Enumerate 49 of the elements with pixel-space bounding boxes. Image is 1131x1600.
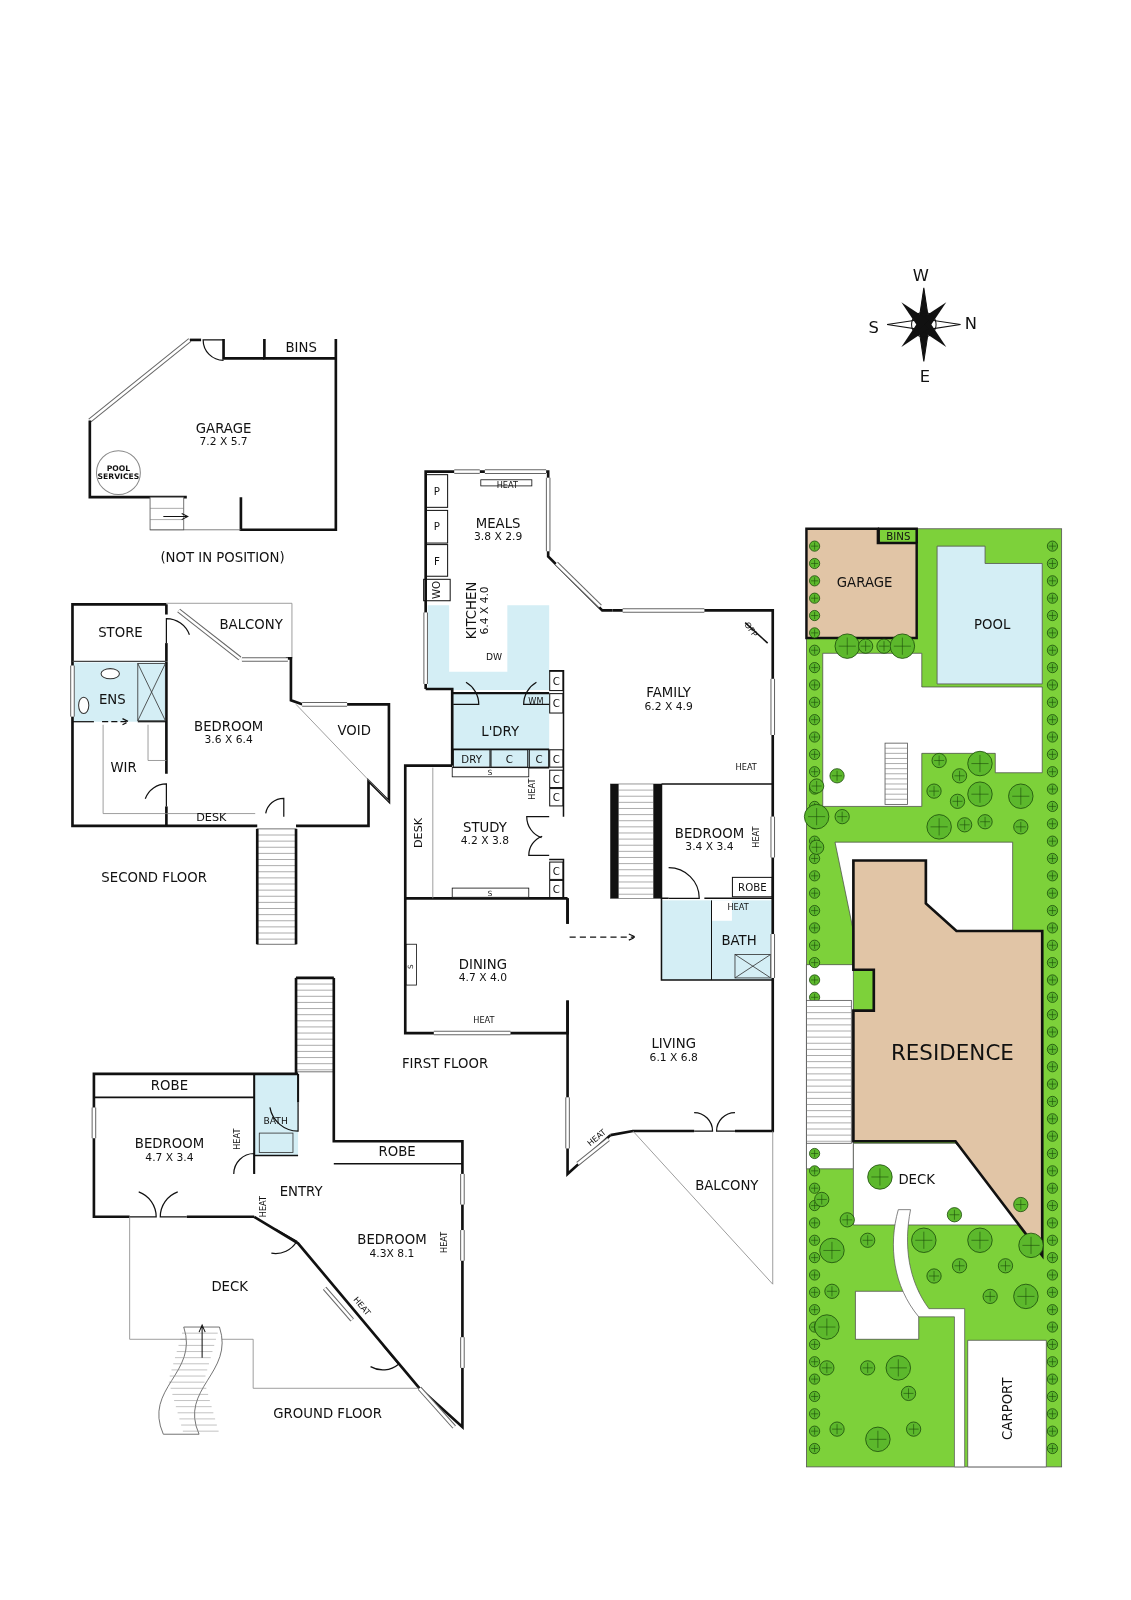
desk-label: DESK [412, 817, 425, 849]
room-label: BATH [721, 933, 757, 949]
washing-machine-label: WM [528, 698, 544, 707]
heater-label: HEAT [441, 1231, 450, 1253]
room-label: BALCONY [695, 1178, 759, 1194]
room-label: BEDROOM 4.7 X 3.4 [134, 1137, 205, 1164]
room-label: DECK [898, 1172, 935, 1188]
compass-direction-letter: E [919, 368, 930, 385]
room-label: ROBE [378, 1145, 416, 1160]
room-label: CARPORT [1001, 1377, 1016, 1440]
heater-label: HEAT [473, 1016, 495, 1025]
compass-direction-letter: N [964, 315, 977, 332]
room-label: WIR [110, 760, 137, 775]
heater-label: HEAT [735, 763, 757, 772]
room-label: FAMILY 6.2 X 4.9 [644, 686, 693, 713]
room-label: BINS [285, 340, 317, 356]
compass-direction-letter: S [868, 319, 879, 336]
room-label: GARAGE [836, 575, 893, 591]
room-label: STORE [98, 625, 143, 641]
room-label: BEDROOM 3.4 X 3.4 [674, 826, 745, 854]
room-label: DECK [211, 1279, 248, 1295]
heater-label: HEAT [233, 1128, 242, 1150]
room-label: ENS [98, 692, 126, 708]
room-label: BALCONY [219, 617, 283, 633]
compass-direction-letter: W [912, 267, 929, 284]
room-label: ENTRY [279, 1185, 323, 1200]
room-label: BEDROOM 3.6 X 6.4 [194, 719, 264, 747]
dishwasher-label: DW [486, 652, 503, 662]
heater-label: HEAT [753, 826, 762, 848]
heater-label: HEAT [260, 1195, 269, 1218]
room-label: MEALS 3.8 X 2.9 [474, 516, 523, 543]
room-label: ROBE [150, 1078, 189, 1094]
room-label: L'DRY [481, 724, 520, 740]
note-text: (NOT IN POSITION) [160, 550, 285, 564]
floor-title: FIRST FLOOR [401, 1057, 489, 1071]
room-label: LIVING 6.1 X 6.8 [649, 1037, 698, 1064]
floor-title: SECOND FLOOR [101, 871, 207, 885]
floor-title: GROUND FLOOR [273, 1407, 383, 1421]
room-label: BEDROOM 4.3X 8.1 [357, 1233, 427, 1260]
room-label: GARAGE 7.2 X 5.7 [195, 421, 252, 449]
heater-label: HEAT [528, 778, 537, 800]
residence-label: RESIDENCE [890, 1041, 1014, 1066]
room-label: DINING 4.7 X 4.0 [458, 957, 507, 984]
room-label: VOID [337, 723, 371, 739]
desk-label: DESK [196, 812, 227, 824]
room-label: POOL [974, 617, 1011, 633]
room-label: KITCHEN 6.4 X 4.0 [464, 581, 491, 640]
room-label: STUDY 4.2 X 3.8 [460, 820, 509, 848]
heater-label: HEAT [496, 481, 518, 490]
